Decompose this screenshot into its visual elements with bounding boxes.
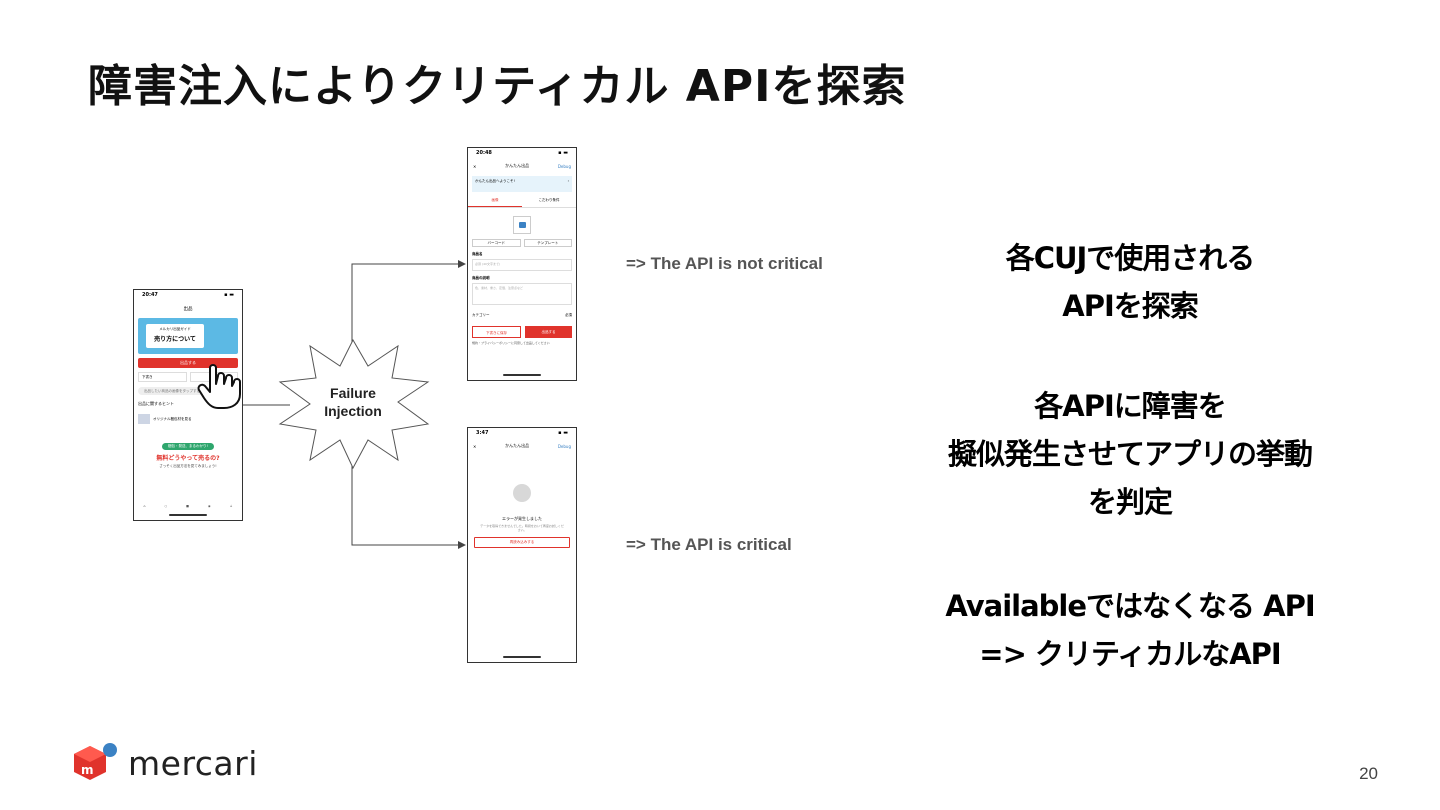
template-button[interactable]: テンプレート xyxy=(523,239,572,247)
injection-line-1: Failure xyxy=(330,385,376,401)
sell-button[interactable]: 出品する xyxy=(138,358,238,368)
error-title: エラーが発生しました xyxy=(502,516,542,521)
info-banner[interactable]: かんたん出品へようこそ! › xyxy=(472,176,572,192)
tab-search-icon[interactable]: ○ xyxy=(164,504,168,508)
phone-listing-form: 20:48 ▪ ▬ ✕ かんたん出品 Debug かんたん出品へようこそ! › … xyxy=(467,147,577,381)
status-time: 20:47 xyxy=(142,292,158,298)
camera-button[interactable] xyxy=(513,216,531,234)
name-field[interactable]: 必須 (40文字まで) xyxy=(472,259,572,271)
banner-card: メルカリ出品ガイド 売り方について xyxy=(146,324,204,348)
page-number: 20 xyxy=(1359,764,1378,783)
reload-button[interactable]: 再読み込みする xyxy=(474,537,570,548)
promo-banner[interactable]: 梱包・発送、まるわかり! 無料どうやって売るの? さっそく出品方法を見てみましょ… xyxy=(140,432,236,468)
description-label: 商品の説明 xyxy=(472,276,490,280)
error-icon xyxy=(513,484,531,502)
status-bar: 20:47 ▪ ▬ xyxy=(134,290,242,300)
error-message: データを取得できませんでした。時間をおいて再度お試しください。 xyxy=(480,524,564,532)
form-tabs: 画像 こだわり条件 xyxy=(468,198,576,208)
category-required: 必須 xyxy=(565,313,572,317)
hint-thumbnail xyxy=(138,414,150,424)
connector-to-error-phone xyxy=(351,428,466,549)
scan-row: バーコード テンプレート xyxy=(472,239,572,247)
status-icons: ▪ ▬ xyxy=(558,150,568,156)
tab-profile-icon[interactable]: ♙ xyxy=(229,504,233,508)
terms-text[interactable]: 規約・プライバシーポリシーに同意して出品してください xyxy=(472,341,550,345)
promo-pill: 梱包・発送、まるわかり! xyxy=(162,443,214,450)
side-block-inject: 各APIに障害を 擬似発生させてアプリの挙動 を判定 xyxy=(880,382,1380,526)
slide-title: 障害注入によりクリティカル APIを探索 xyxy=(88,61,907,112)
close-icon[interactable]: ✕ xyxy=(473,163,477,169)
home-indicator xyxy=(169,514,207,516)
status-icons: ▪ ▬ xyxy=(224,292,234,298)
phone-sell-home: 20:47 ▪ ▬ 出品 メルカリ出品ガイド 売り方について 出品する 下書き … xyxy=(133,289,243,521)
side-block-1-line-2: APIを探索 xyxy=(1062,289,1199,323)
injection-line-2: Injection xyxy=(324,403,382,419)
name-label: 商品名 xyxy=(472,252,483,256)
phone-error-screen: 3:47 ▪ ▬ ✕ かんたん出品 Debug エラーが発生しました データを取… xyxy=(467,427,577,663)
screen-title: 出品 xyxy=(183,307,193,312)
hint-heading: 出品に関するヒント xyxy=(138,401,174,406)
side-block-explore: 各CUJで使用される APIを探索 xyxy=(880,234,1380,330)
category-label: カテゴリー xyxy=(472,313,490,317)
banner-small-text: メルカリ出品ガイド xyxy=(159,327,191,331)
tab-other[interactable]: こだわり条件 xyxy=(538,198,560,202)
side-block-3-line-1: Availableではなくなる API xyxy=(945,589,1315,623)
promo-main-text: 無料どうやって売るの? xyxy=(156,455,220,462)
side-block-2-line-1: 各APIに障害を xyxy=(1034,389,1227,423)
hand-pointer-icon xyxy=(197,364,241,409)
debug-button[interactable]: Debug xyxy=(557,443,571,449)
side-block-conclusion: Availableではなくなる API => クリティカルなAPI xyxy=(880,582,1380,678)
search-input[interactable]: 出品したい商品の画像をタップする xyxy=(138,387,238,395)
side-block-1-line-1: 各CUJで使用される xyxy=(1005,241,1256,275)
nav-bar: ✕ かんたん出品 Debug xyxy=(468,438,576,454)
mercari-logo-icon: m xyxy=(74,743,117,780)
side-block-3-line-2: => クリティカルなAPI xyxy=(979,637,1281,671)
description-field[interactable]: 色、素材、重さ、定価、注意点など xyxy=(472,283,572,305)
svg-text:m: m xyxy=(81,763,94,777)
category-row[interactable]: カテゴリー 必須 xyxy=(472,313,572,318)
mercari-wordmark: mercari xyxy=(128,743,258,783)
draft-button[interactable]: 下書き xyxy=(138,372,187,382)
info-text: かんたん出品へようこそ! xyxy=(475,179,515,183)
tab-wallet-icon[interactable]: ◉ xyxy=(208,504,211,508)
chevron-right-icon: › xyxy=(567,179,569,183)
mercari-logo: m mercari xyxy=(72,742,258,784)
hint-item-label: オリジナル梱包材を見る xyxy=(153,416,192,421)
guide-banner[interactable]: メルカリ出品ガイド 売り方について xyxy=(138,318,238,354)
side-block-2-line-3: を判定 xyxy=(1087,485,1173,519)
nav-title: かんたん出品 xyxy=(505,443,530,448)
banner-big-text: 売り方について xyxy=(154,336,196,343)
home-indicator xyxy=(503,656,541,658)
barcode-button[interactable]: バーコード xyxy=(472,239,521,247)
bottom-tab-bar: ⌂ ○ ■ ◉ ♙ xyxy=(134,504,242,508)
failure-injection-label: Failure Injection xyxy=(308,384,398,420)
camera-icon xyxy=(518,222,526,228)
promo-sub-text: さっそく出品方法を見てみましょう! xyxy=(159,464,217,468)
status-icons: ▪ ▬ xyxy=(558,430,568,436)
tab-camera-icon[interactable]: ■ xyxy=(186,504,189,508)
tab-home-icon[interactable]: ⌂ xyxy=(143,504,146,508)
save-draft-button[interactable]: 下書きに保存 xyxy=(472,326,521,338)
tab-photo[interactable]: 画像 xyxy=(468,198,522,207)
result-critical: => The API is critical xyxy=(626,535,792,554)
side-block-2-line-2: 擬似発生させてアプリの挙動 xyxy=(947,437,1313,471)
connector-to-ok-phone xyxy=(351,260,466,395)
status-bar: 20:48 ▪ ▬ xyxy=(468,148,576,158)
nav-bar: ✕ かんたん出品 Debug xyxy=(468,158,576,174)
result-not-critical: => The API is not critical xyxy=(626,254,823,273)
status-time: 20:48 xyxy=(476,150,492,156)
status-time: 3:47 xyxy=(476,430,489,436)
form-actions: 下書きに保存 出品する xyxy=(472,326,572,338)
close-icon[interactable]: ✕ xyxy=(473,443,477,449)
home-indicator xyxy=(503,374,541,376)
list-item-button[interactable]: 出品する xyxy=(525,326,572,338)
debug-button[interactable]: Debug xyxy=(557,163,571,169)
nav-title: かんたん出品 xyxy=(505,163,530,168)
hint-item[interactable]: オリジナル梱包材を見る xyxy=(138,411,238,427)
status-bar: 3:47 ▪ ▬ xyxy=(468,428,576,438)
